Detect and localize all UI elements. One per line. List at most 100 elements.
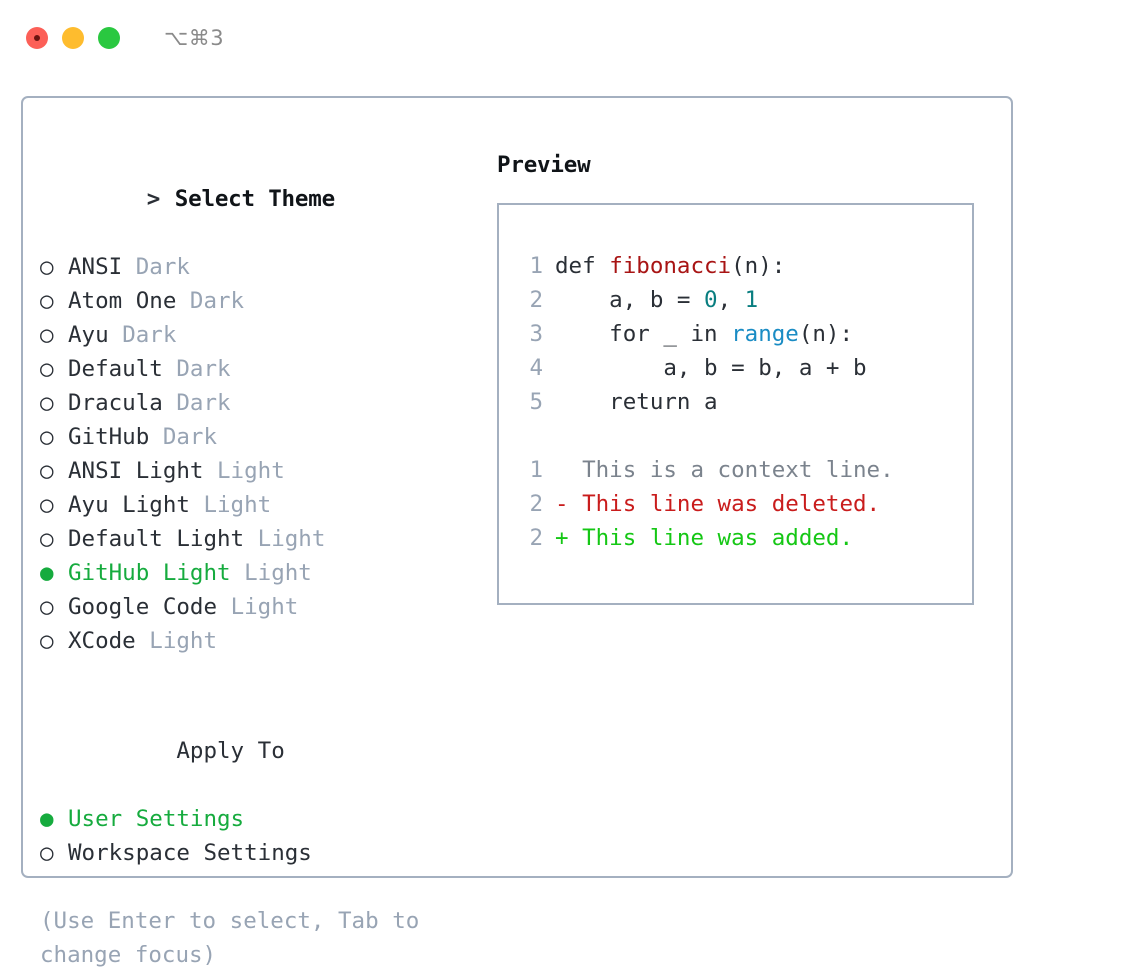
code-token: 1 [744, 287, 759, 313]
code-token: range [731, 321, 799, 347]
theme-list-item[interactable]: ○ XCode Light [40, 624, 486, 658]
theme-name-label: GitHub Light [68, 560, 231, 586]
diff-sign: + [555, 525, 569, 551]
theme-name-label: ANSI Light [68, 458, 204, 484]
maximize-button[interactable] [98, 27, 120, 49]
theme-name-label: Dracula [68, 390, 163, 416]
apply-to-label: Workspace Settings [68, 840, 312, 866]
diff-text: This is a context line. [568, 457, 894, 483]
theme-list-item[interactable]: ○ Dracula Dark [40, 386, 486, 420]
theme-list-item[interactable]: ○ ANSI Dark [40, 250, 486, 284]
diff-line: 1 This is a context line. [517, 453, 972, 487]
code-line-number: 2 [529, 287, 543, 313]
radio-unselected-icon: ○ [40, 288, 54, 314]
theme-list-item[interactable]: ○ Default Dark [40, 352, 486, 386]
theme-name-label: Ayu [68, 322, 109, 348]
code-line-number: 3 [529, 321, 543, 347]
theme-variant-badge: Dark [162, 424, 218, 450]
apply-to-item[interactable]: ● User Settings [40, 802, 486, 836]
theme-list-item[interactable]: ○ Atom One Dark [40, 284, 486, 318]
prompt-caret-icon: > [146, 186, 161, 212]
theme-variant-badge: Dark [122, 322, 177, 348]
window-controls [26, 27, 120, 49]
diff-line: 2- This line was deleted. [517, 487, 972, 521]
code-line-number: 5 [529, 389, 543, 415]
theme-list-item[interactable]: ○ Default Light Light [40, 522, 486, 556]
code-token: (n): [731, 253, 786, 279]
radio-unselected-icon: ○ [40, 424, 54, 450]
code-line: 3 for _ in range(n): [517, 317, 972, 351]
theme-list-item[interactable]: ○ Ayu Dark [40, 318, 486, 352]
select-theme-heading-label: Select Theme [174, 186, 335, 212]
apply-to-item[interactable]: ○Workspace Settings [40, 836, 486, 870]
radio-unselected-icon: ○ [40, 458, 54, 484]
diff-sign [555, 457, 569, 483]
hint-spacer [40, 870, 486, 904]
theme-variant-badge: Light [217, 458, 285, 484]
theme-name-label: Google Code [68, 594, 218, 620]
code-token: a, b = [555, 287, 705, 313]
code-line: 2 a, b = 0, 1 [517, 283, 972, 317]
code-token: def [555, 253, 610, 279]
theme-picker-column: >Select Theme ○ANSI Dark○Atom One Dark○A… [23, 98, 486, 968]
apply-to-heading-label: Apply To [176, 738, 285, 764]
theme-list: ○ ANSI Dark ○ Atom One Dark ○ Ayu Dark ○ Defaul… [40, 250, 486, 658]
theme-list-item[interactable]: ○Ayu Light Light [40, 488, 486, 522]
theme-list-item[interactable]: ○ ANSI Light Light [40, 454, 486, 488]
diff-line: 2+ This line was added. [517, 521, 972, 555]
code-line-number: 4 [529, 355, 543, 381]
diff-line-number: 2 [529, 491, 543, 517]
radio-unselected-icon: ○ [40, 322, 54, 348]
theme-variant-badge: Dark [176, 356, 231, 382]
theme-variant-badge: Light [149, 628, 218, 654]
theme-variant-badge: Light [230, 594, 299, 620]
radio-unselected-icon: ○ [40, 356, 54, 382]
radio-unselected-icon: ○ [40, 594, 54, 620]
diff-sample: 1 This is a context line.2- This line wa… [517, 453, 972, 555]
theme-name-label: GitHub [68, 424, 150, 450]
keyboard-shortcut-label: ⌥⌘3 [164, 26, 225, 50]
radio-selected-icon: ● [40, 806, 54, 832]
theme-variant-badge: Light [203, 492, 272, 518]
theme-list-item[interactable]: ●GitHub Light Light [40, 556, 486, 590]
theme-name-label: ANSI [68, 254, 123, 280]
theme-name-label: Atom One [68, 288, 177, 314]
theme-list-item[interactable]: ○ GitHub Dark [40, 420, 486, 454]
apply-to-list: ● User Settings ○Workspace Settings [40, 802, 486, 870]
diff-text: This line was deleted. [568, 491, 881, 517]
radio-unselected-icon: ○ [40, 390, 54, 416]
radio-unselected-icon: ○ [40, 628, 54, 654]
diff-spacer [517, 419, 972, 453]
apply-to-marker-placeholder: ○ [148, 734, 176, 768]
radio-selected-icon: ● [40, 560, 54, 586]
code-line-number: 1 [529, 253, 543, 279]
diff-line-number: 2 [529, 525, 543, 551]
close-button[interactable] [26, 27, 48, 49]
theme-variant-badge: Dark [176, 390, 231, 416]
code-token: for _ in [555, 321, 732, 347]
diff-line-number: 1 [529, 457, 543, 483]
theme-selector-panel: >Select Theme ○ANSI Dark○Atom One Dark○A… [21, 96, 1013, 968]
code-line: 4 a, b = b, a + b [517, 351, 972, 385]
theme-list-item[interactable]: ○ Google Code Light [40, 590, 486, 624]
code-line: 1 def fibonacci(n): [517, 249, 972, 283]
diff-sign: - [555, 491, 569, 517]
theme-name-label: XCode [68, 628, 136, 654]
radio-unselected-icon: ○ [40, 254, 54, 280]
theme-name-label: Default Light [68, 526, 245, 552]
minimize-button[interactable] [62, 27, 84, 49]
select-theme-heading: > Select Theme [40, 148, 486, 250]
radio-unselected-icon: ○ [40, 526, 54, 552]
theme-variant-badge: Light [257, 526, 326, 552]
theme-name-label: Default [68, 356, 163, 382]
code-token: fibonacci [609, 253, 732, 279]
apply-to-label: User Settings [68, 806, 245, 832]
apply-to-heading: ○Apply To [40, 700, 486, 802]
section-spacer [40, 658, 486, 700]
theme-name-label: Ayu Light [68, 492, 190, 518]
theme-variant-badge: Dark [135, 254, 190, 280]
theme-variant-badge: Dark [189, 288, 245, 314]
